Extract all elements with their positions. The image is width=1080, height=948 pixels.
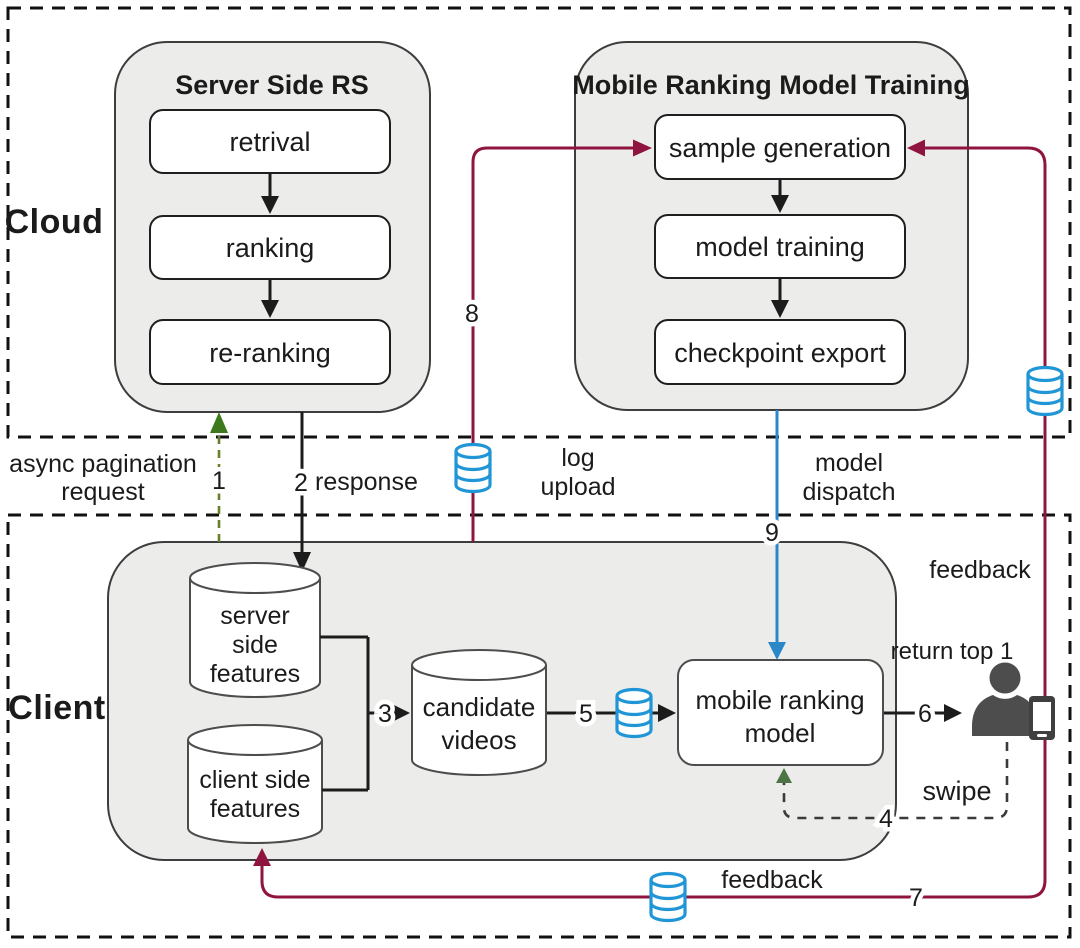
response-label: response	[315, 468, 418, 496]
training-group: Mobile Ranking Model Training sample gen…	[572, 41, 970, 411]
model-dispatch-label-line2: dispatch	[802, 478, 895, 506]
re-ranking-box	[149, 319, 391, 385]
step-number-6: 6	[918, 700, 932, 728]
svg-text:client side: client side	[199, 766, 310, 794]
arrowhead-right-icon	[633, 139, 652, 157]
client-zone-label: Client	[8, 689, 105, 727]
log-upload-label-line2: upload	[540, 473, 615, 501]
step-number-8: 8	[465, 300, 479, 328]
model-training-label: model training	[695, 232, 865, 262]
svg-text:videos: videos	[441, 725, 516, 755]
step-number-9: 9	[765, 519, 779, 547]
candidate-videos-cylinder: candidate videos	[411, 649, 547, 776]
log-upload-label-line1: log	[561, 444, 594, 472]
async-pagination-label-line2: request	[61, 478, 144, 506]
arrowhead-down-icon	[293, 552, 311, 572]
arrowhead-right-icon	[658, 704, 676, 722]
training-title: Mobile Ranking Model Training	[572, 70, 970, 100]
mobile-ranking-model-group: mobile ranking model	[677, 659, 884, 766]
step-number-2: 2	[294, 469, 308, 497]
return-top1-label: return top 1	[891, 638, 1014, 665]
model-dispatch-label-line1: model	[815, 449, 883, 477]
smartphone-icon	[1029, 696, 1055, 740]
cloud-zone-border	[6, 6, 1072, 439]
arrowhead-up-icon	[776, 768, 792, 783]
svg-text:model: model	[745, 718, 816, 748]
database-icon	[454, 442, 492, 494]
sample-generation-label: sample generation	[669, 133, 891, 163]
feedback-cloud-label: feedback	[929, 556, 1031, 584]
swipe-feedback-line	[782, 742, 1009, 820]
arrowhead-up-icon	[253, 848, 271, 866]
client-features-cylinder: client side features	[187, 724, 323, 844]
step-number-1: 1	[212, 467, 226, 495]
database-icon	[615, 687, 653, 739]
checkpoint-export-box	[654, 319, 906, 385]
step-number-7: 7	[909, 884, 923, 912]
features-merge-bracket	[320, 635, 392, 792]
svg-text:mobile ranking: mobile ranking	[695, 685, 864, 715]
svg-text:candidate: candidate	[423, 692, 536, 722]
arrowhead-down-icon	[768, 642, 786, 660]
client-zone-border	[6, 513, 1072, 939]
arrowhead-down-icon	[261, 196, 279, 214]
async-pagination-label-line1: async pagination	[9, 450, 197, 478]
arrowhead-right-icon	[944, 704, 962, 722]
arrowhead-down-icon	[771, 195, 789, 213]
re-ranking-label: re-ranking	[209, 338, 331, 368]
arrowhead-down-icon	[261, 300, 279, 318]
ranking-label: ranking	[226, 233, 315, 263]
arrowhead-up-icon	[210, 412, 228, 433]
step-number-5: 5	[579, 700, 593, 728]
arrowhead-down-icon	[771, 300, 789, 318]
svg-text:features: features	[210, 795, 300, 823]
database-icon	[1026, 365, 1064, 417]
cloud-zone-label: Cloud	[5, 203, 104, 241]
svg-text:features: features	[210, 660, 300, 688]
database-icon	[649, 871, 687, 923]
checkpoint-export-label: checkpoint export	[674, 338, 886, 368]
log-upload-line	[471, 146, 634, 542]
user-icon	[972, 662, 1038, 736]
svg-text:server: server	[220, 602, 289, 630]
server-rs-title: Server Side RS	[175, 70, 369, 100]
swipe-label: swipe	[922, 776, 991, 806]
feedback-client-label: feedback	[721, 866, 823, 894]
server-features-cylinder: server side features	[189, 562, 321, 698]
svg-text:side: side	[232, 631, 278, 659]
step-number-3: 3	[378, 700, 392, 728]
retrival-label: retrival	[229, 127, 310, 157]
feedback-loop-line	[260, 146, 1047, 899]
arrowhead-left-icon	[907, 139, 925, 157]
arrowhead-right-icon	[392, 704, 410, 722]
step-number-4: 4	[879, 805, 893, 833]
mobile-ranking-model-box	[677, 659, 884, 766]
server-side-rs-group: Server Side RS retrival ranking re-ranki…	[114, 41, 431, 413]
